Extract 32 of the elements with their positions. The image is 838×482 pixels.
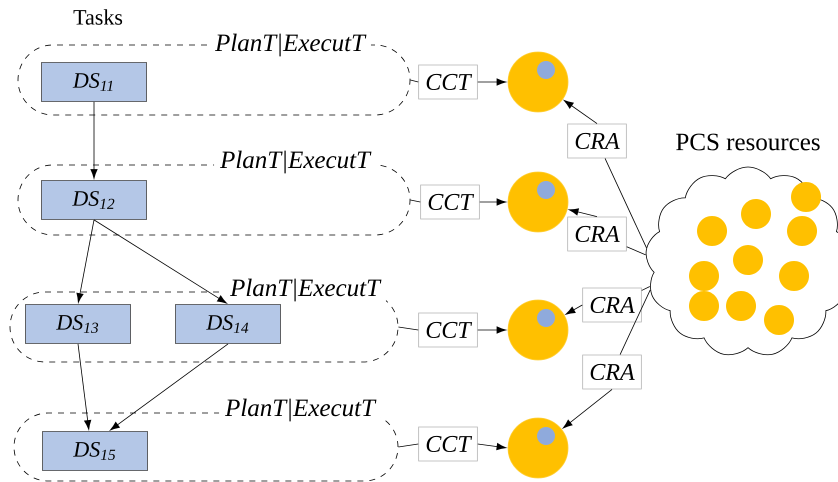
subtask-box: DS$_{11}$ xyxy=(41,62,147,102)
cct-box: CCT xyxy=(418,426,478,462)
arrow xyxy=(477,443,506,450)
resource-circle xyxy=(508,172,568,232)
arrow xyxy=(566,304,583,315)
cloud-heading: PCS resources xyxy=(676,134,820,150)
resource-circle xyxy=(508,300,568,360)
arrow xyxy=(477,78,506,86)
arrow xyxy=(562,389,612,428)
cra-box: CRA xyxy=(567,124,627,158)
subtask-box: DS$_{12}$ xyxy=(41,180,147,220)
resource-circle xyxy=(508,52,568,112)
cra-box: CRA xyxy=(582,288,642,322)
arrow xyxy=(94,220,227,304)
cct-box: CCT xyxy=(420,184,480,220)
arrow xyxy=(90,102,98,179)
cct-box: CCT xyxy=(418,64,478,100)
arrow xyxy=(564,100,598,124)
cct-box: CCT xyxy=(418,312,478,348)
cra-box: CRA xyxy=(582,354,642,390)
resource-circle xyxy=(508,418,568,478)
arrow xyxy=(78,344,92,430)
arrow xyxy=(110,344,228,430)
subtask-box: DS$_{14}$ xyxy=(175,304,281,344)
arrow xyxy=(479,198,506,206)
column-heading: Tasks xyxy=(74,9,122,25)
subtask-box: DS$_{13}$ xyxy=(25,304,131,344)
cra-box: CRA xyxy=(567,216,627,252)
subtask-box: DS$_{15}$ xyxy=(42,431,148,471)
arrow xyxy=(477,326,506,334)
arrow xyxy=(76,220,94,303)
arrow xyxy=(568,208,598,217)
